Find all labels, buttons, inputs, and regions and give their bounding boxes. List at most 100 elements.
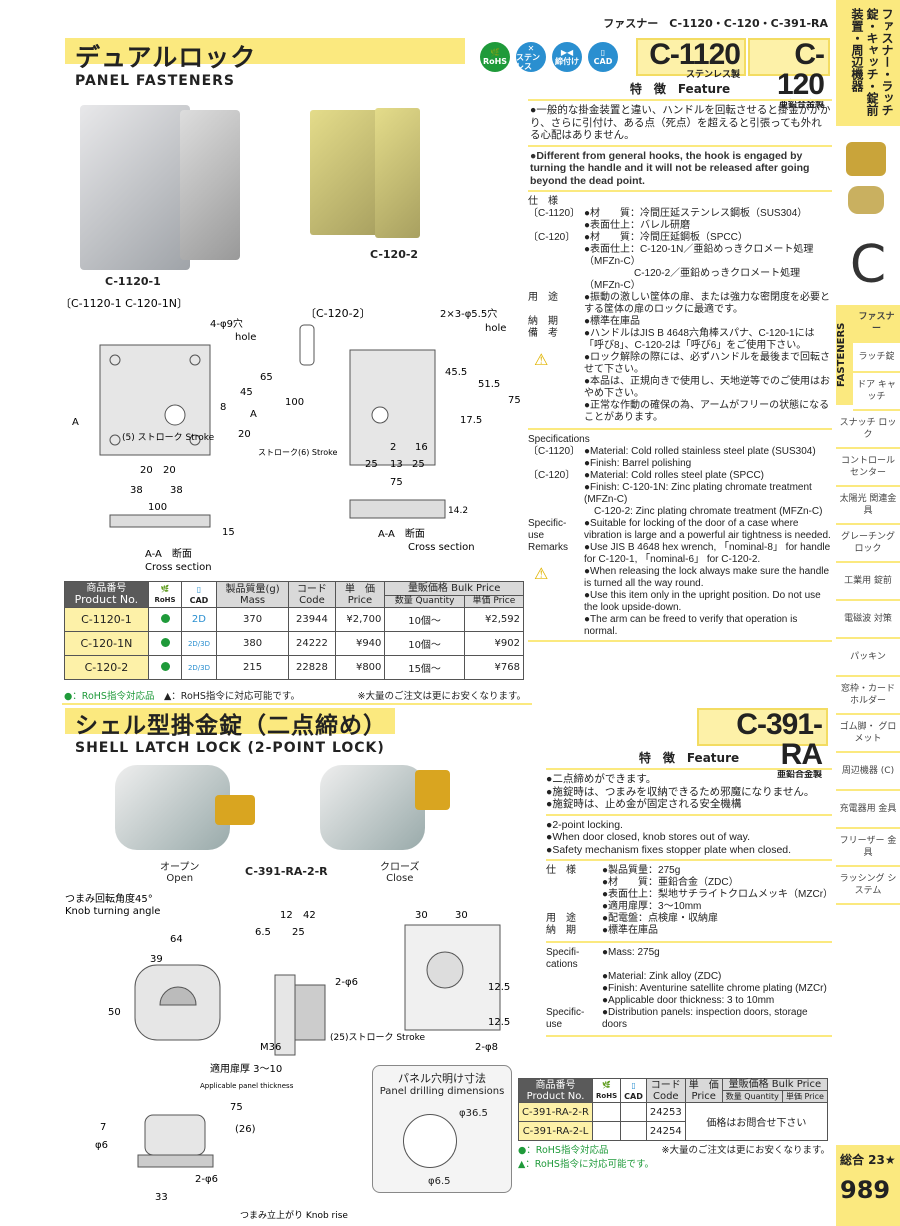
product-no: C-120-2 xyxy=(64,655,149,680)
dim: 8 xyxy=(220,402,226,413)
page-title: デュアルロック xyxy=(75,43,257,72)
spec-label xyxy=(546,983,602,995)
clamp-icon: ▶◀締付け xyxy=(552,42,582,72)
spec-label xyxy=(546,901,602,913)
spec-value: ●ロック解除の際には、必ずハンドルを最後まで回転させて下さい。 xyxy=(584,352,831,375)
spec-label: Specifi-cations xyxy=(546,947,580,970)
section-letter: C xyxy=(849,235,887,295)
price: ¥940 xyxy=(334,631,386,656)
spec-label xyxy=(528,244,584,268)
spec-value: ●表面仕上：バレル研磨 xyxy=(584,220,691,231)
note-rohs: ●：RoHS指令対応品 xyxy=(64,691,155,702)
warning-icon: ⚠ xyxy=(534,352,549,369)
dim: 16 xyxy=(415,442,428,453)
spec-label xyxy=(528,614,584,638)
product-photo-c1120-1-arm xyxy=(180,110,240,260)
sidebar-item-industrial[interactable]: 工業用 錠前 xyxy=(836,563,900,601)
hole-label-en: hole xyxy=(235,332,256,343)
spec-label xyxy=(546,889,602,901)
sidebar-item-fastener[interactable]: ファスナー xyxy=(853,305,900,343)
dim: 38 xyxy=(170,485,183,496)
dim: (26) xyxy=(235,1124,256,1135)
sidebar-item-card[interactable]: 窓枠・カード ホルダー xyxy=(836,677,900,715)
spec-value: ●Distribution panels: inspection doors, … xyxy=(602,1007,808,1030)
rohs-dot-icon xyxy=(160,613,170,623)
dim: A xyxy=(72,417,79,428)
dim: 15 xyxy=(222,527,235,538)
spec-label: Specific-use xyxy=(546,1007,585,1030)
cad-link[interactable]: 2D/3D xyxy=(181,631,217,656)
sidebar-item-snatch[interactable]: スナッチ ロック xyxy=(836,411,900,449)
page-number-box: 総合 23★ 989 xyxy=(836,1145,900,1226)
spec-label xyxy=(528,506,584,518)
hole-label: 4-φ9穴 xyxy=(210,317,243,330)
spec-value: ●Use JIS B 4648 hex wrench, 「nominal-8」 … xyxy=(584,542,831,565)
dim: 14.2 xyxy=(448,506,468,516)
section-label: A-A 断面 xyxy=(145,547,192,560)
spec-label: 用 途 xyxy=(528,292,558,303)
sidebar-item-rubber[interactable]: ゴム脚・ グロメット xyxy=(836,715,900,753)
sidebar-item-peripheral[interactable]: 周辺機器 (C) xyxy=(836,753,900,791)
stroke-label: ストローク(6) Stroke xyxy=(258,448,337,457)
sidebar-item-control[interactable]: コントロール センター xyxy=(836,449,900,487)
feature-jp: ●一般的な掛金装置と違い、ハンドルを回転させると掛金がかかり、さらに引付け、ある… xyxy=(528,101,832,147)
sidebar-item-door-catch[interactable]: ドア キャッチ xyxy=(853,373,900,411)
sidebar-item-grating[interactable]: グレーチング ロック xyxy=(836,525,900,563)
dim: 38 xyxy=(130,485,143,496)
sidebar-item-latch[interactable]: ラッチ錠 xyxy=(853,343,900,373)
table-notes-2: ●：RoHS指令対応品※大量のご注文は更にお安くなります。 ▲：RoHS指令に対… xyxy=(518,1145,830,1170)
dim: φ6 xyxy=(95,1140,108,1151)
rohs-status xyxy=(147,655,183,680)
section-label: A-A 断面 xyxy=(378,527,425,540)
spec-value: ●ハンドルはJIS B 4648六角棒スパナ、C-120-1には「呼び8」、C-… xyxy=(584,328,815,351)
spec-value: ●The arm can be freed to verify that ope… xyxy=(584,614,798,637)
drill-dim: φ36.5 xyxy=(459,1108,488,1119)
col-cad: ▯CAD xyxy=(181,581,217,608)
hole-label-en: hole xyxy=(485,323,506,334)
sidebar-item-freezer[interactable]: フリーザー 金具 xyxy=(836,829,900,867)
divider xyxy=(62,703,532,705)
cad-link[interactable]: 2D xyxy=(181,607,217,632)
sidebar-item-solar[interactable]: 太陽光 関連金具 xyxy=(836,487,900,525)
sidebar-item-emi[interactable]: 電磁波 対策 xyxy=(836,601,900,639)
sidebar-category: ファスナー・ラッチ錠・キャッチ・錠前装置・周辺機器 xyxy=(836,0,900,126)
sidebar-item-packing[interactable]: パッキン xyxy=(836,639,900,677)
hole-label: 2×3-φ5.5穴 xyxy=(440,307,497,320)
spec-value: ●表面仕上：梨地サチライトクロムメッキ（MZCr） xyxy=(602,889,834,900)
stroke-label: (5) ストローク Stroke xyxy=(122,432,215,443)
price-inquiry: 価格はお問合せ下さい xyxy=(684,1102,829,1141)
feature-section-1: 特 徴 Feature ●一般的な掛金装置と違い、ハンドルを回転させると掛金がか… xyxy=(528,80,832,642)
code: 24222 xyxy=(288,631,336,656)
drawing-ref-left: 〔C-1120-1 C-120-1N〕 xyxy=(60,297,188,310)
spec-value: ●Mass: 275g xyxy=(602,947,660,958)
dim: A xyxy=(250,409,257,420)
dim: 45.5 xyxy=(445,367,467,378)
spec-label: 用 途 xyxy=(546,913,576,924)
sidebar-item-charger[interactable]: 充電器用 金具 xyxy=(836,791,900,829)
product-photo-close xyxy=(320,765,425,850)
page-subtitle: PANEL FASTENERS xyxy=(75,73,236,89)
cad-link[interactable]: 2D/3D xyxy=(181,655,217,680)
bulk-price: ¥2,592 xyxy=(463,607,525,632)
spec-value: ●Material: Cold rolles steel plate (SPCC… xyxy=(584,470,764,481)
spec-value: C-120-2／亜鉛めっきクロメート処理（MFZn-C） xyxy=(584,268,801,291)
sidebar-item-lashing[interactable]: ラッシング システム xyxy=(836,867,900,905)
dim: 20 xyxy=(163,465,176,476)
dim: 7 xyxy=(100,1122,106,1133)
dim: 75 xyxy=(508,395,521,406)
feature-section-2: 特 徴 Feature ●二点締めができます。●施錠時は、つまみを収納できるため… xyxy=(546,749,834,1037)
spec-value: ●製品質量：275g xyxy=(602,865,681,876)
rohs-dot-icon xyxy=(160,637,170,647)
spec-value: ●標準在庫品 xyxy=(602,925,659,936)
breadcrumb: ファスナー C-1120・C-120・C-391-RA xyxy=(603,17,828,30)
knob-angle-label: つまみ回転角度45° xyxy=(65,892,153,905)
dim: 100 xyxy=(148,502,167,513)
spec-value: ●Finish: C-120-1N: Zinc plating chromate… xyxy=(584,482,812,505)
spec-value: ●本品は、正規向きで使用し、天地逆等でのご使用はおやめ下さい。 xyxy=(584,376,831,399)
dim: 20 xyxy=(238,429,251,440)
